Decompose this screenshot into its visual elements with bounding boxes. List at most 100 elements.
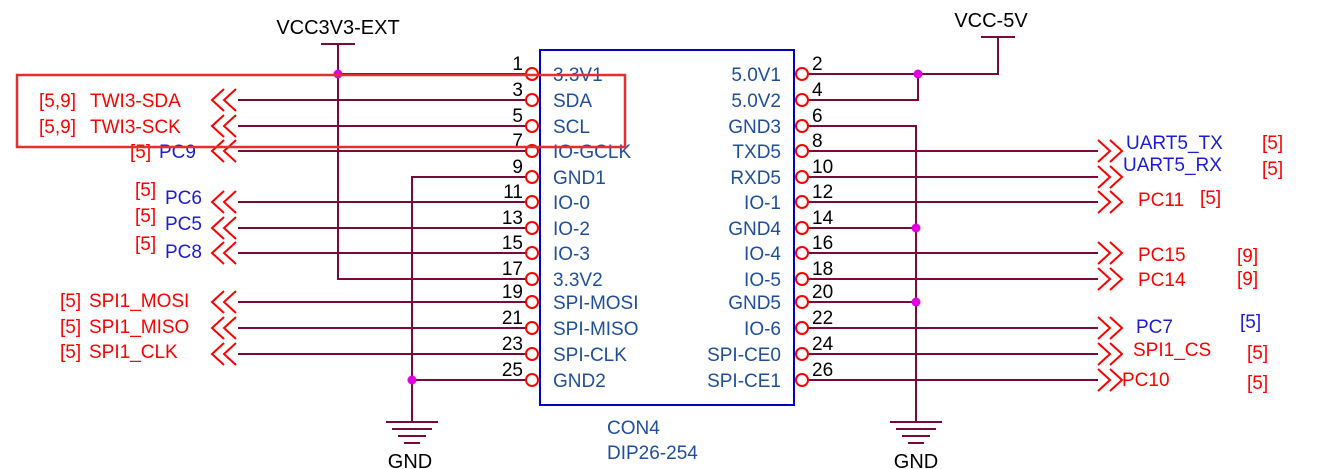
net-ref-twi3-sck: [5,9] bbox=[39, 117, 76, 138]
net-chevron bbox=[1097, 139, 1112, 163]
net-ref-pc6: [5] bbox=[135, 180, 156, 201]
net-name-uart5-rx: UART5_RX bbox=[1123, 155, 1222, 176]
pin-number: 17 bbox=[502, 259, 523, 280]
net-name-spi1-miso: SPI1_MISO bbox=[89, 317, 189, 338]
pin-name: IO-3 bbox=[553, 244, 590, 265]
net-name-pc8: PC8 bbox=[165, 242, 202, 263]
net-chevron bbox=[222, 216, 237, 240]
net-chevron bbox=[1109, 165, 1124, 189]
pin-name: 5.0V1 bbox=[731, 65, 781, 86]
net-chevron bbox=[1109, 139, 1124, 163]
pin-name: 5.0V2 bbox=[731, 91, 781, 112]
pin-number: 1 bbox=[512, 54, 523, 75]
pin-bubble bbox=[795, 321, 809, 335]
net-name-twi3-sck: TWI3-SCK bbox=[90, 117, 181, 138]
pin-number: 10 bbox=[812, 157, 833, 178]
pin-name: IO-1 bbox=[744, 193, 781, 214]
net-chevron bbox=[1109, 316, 1124, 340]
pin-bubble bbox=[795, 373, 809, 387]
net-chevron bbox=[1097, 165, 1112, 189]
pin-number: 18 bbox=[812, 259, 833, 280]
junction-vcc5v bbox=[913, 69, 923, 79]
net-chevron bbox=[1109, 368, 1124, 392]
net-name-twi3-sda: TWI3-SDA bbox=[90, 91, 181, 112]
net-ref-pc8: [5] bbox=[135, 234, 156, 255]
ground-symbol-right bbox=[890, 421, 942, 444]
pin-number: 3 bbox=[512, 80, 523, 101]
pin-bubble bbox=[795, 119, 809, 133]
net-chevron bbox=[210, 290, 225, 314]
pin-number: 19 bbox=[502, 282, 523, 303]
pin-bubble bbox=[795, 347, 809, 361]
net-chevron bbox=[1097, 241, 1112, 265]
net-name-pc11: PC11 bbox=[1138, 190, 1184, 211]
net-name-pc5: PC5 bbox=[165, 214, 202, 235]
gnd-left-label: GND bbox=[388, 451, 432, 469]
pin-name: SPI-MOSI bbox=[553, 293, 639, 314]
pin-number: 8 bbox=[812, 131, 823, 152]
net-chevron bbox=[210, 190, 225, 214]
net-ref-spi1-miso: [5] bbox=[60, 317, 81, 338]
pin-number: 12 bbox=[812, 182, 833, 203]
pin-name: IO-2 bbox=[553, 219, 590, 240]
pin-name: SPI-CE1 bbox=[707, 371, 781, 392]
pin-number: 5 bbox=[512, 106, 523, 127]
pin-name: IO-0 bbox=[553, 193, 590, 214]
net-ref-pc15: [9] bbox=[1237, 246, 1258, 267]
pin-name: GND2 bbox=[553, 371, 606, 392]
pin-name: SPI-CE0 bbox=[707, 345, 781, 366]
ground-symbol-left bbox=[386, 421, 438, 444]
net-chevron bbox=[210, 88, 225, 112]
pin-number: 21 bbox=[502, 308, 523, 329]
net-ref-spi1-cs: [5] bbox=[1247, 343, 1268, 364]
net-chevron bbox=[210, 114, 225, 138]
net-chevron bbox=[222, 342, 237, 366]
junction-gnd2 bbox=[407, 375, 417, 385]
net-ref-pc14: [9] bbox=[1237, 269, 1258, 290]
net-ref-uart5-tx: [5] bbox=[1262, 133, 1283, 154]
net-name-spi1-mosi: SPI1_MOSI bbox=[89, 291, 189, 312]
pin-bubble bbox=[525, 295, 539, 309]
pin-name: GND5 bbox=[728, 293, 781, 314]
pin-group: 13.3V13SDA5SCL7IO-GCLK9GND111IO-013IO-21… bbox=[502, 54, 834, 392]
net-ref-uart5-rx: [5] bbox=[1262, 159, 1283, 180]
twi3-highlight-box bbox=[15, 73, 627, 149]
pin-name: IO-GCLK bbox=[553, 142, 631, 163]
junction-gnd4 bbox=[911, 223, 921, 233]
net-chevron bbox=[1109, 267, 1124, 291]
pin-name: SDA bbox=[553, 91, 592, 112]
pin-number: 13 bbox=[502, 208, 523, 229]
pin-bubble bbox=[795, 170, 809, 184]
wires bbox=[238, 36, 1098, 422]
pin-bubble bbox=[525, 321, 539, 335]
gnd-right-wire bbox=[810, 125, 917, 422]
net-chevron bbox=[222, 114, 237, 138]
right-chevrons bbox=[1097, 139, 1124, 392]
net-chevron bbox=[1097, 342, 1112, 366]
pin-name: SCL bbox=[553, 117, 590, 138]
net-ref-pc5: [5] bbox=[135, 206, 156, 227]
junction-gnd5 bbox=[911, 297, 921, 307]
net-ref-twi3-sda: [5,9] bbox=[39, 91, 76, 112]
pin-name: IO-5 bbox=[744, 270, 781, 291]
net-chevron bbox=[222, 290, 237, 314]
net-chevron bbox=[1109, 190, 1124, 214]
pin-bubble bbox=[525, 195, 539, 209]
net-name-pc14: PC14 bbox=[1138, 270, 1186, 291]
net-name-pc6: PC6 bbox=[165, 188, 202, 209]
pin-number: 4 bbox=[812, 80, 823, 101]
pin-bubble bbox=[795, 246, 809, 260]
pin-name: GND1 bbox=[553, 168, 606, 189]
net-name-pc9: PC9 bbox=[159, 142, 196, 163]
net-ref-pc9: [5] bbox=[130, 142, 151, 163]
pin-bubble bbox=[525, 246, 539, 260]
pin-bubble bbox=[525, 170, 539, 184]
pin-bubble bbox=[795, 195, 809, 209]
pin-name: SPI-MISO bbox=[553, 319, 639, 340]
component-value: DIP26-254 bbox=[607, 443, 698, 464]
net-name-pc10: PC10 bbox=[1122, 370, 1170, 391]
pin-bubble bbox=[525, 347, 539, 361]
net-chevron bbox=[1097, 267, 1112, 291]
net-ref-pc11: [5] bbox=[1200, 188, 1221, 209]
